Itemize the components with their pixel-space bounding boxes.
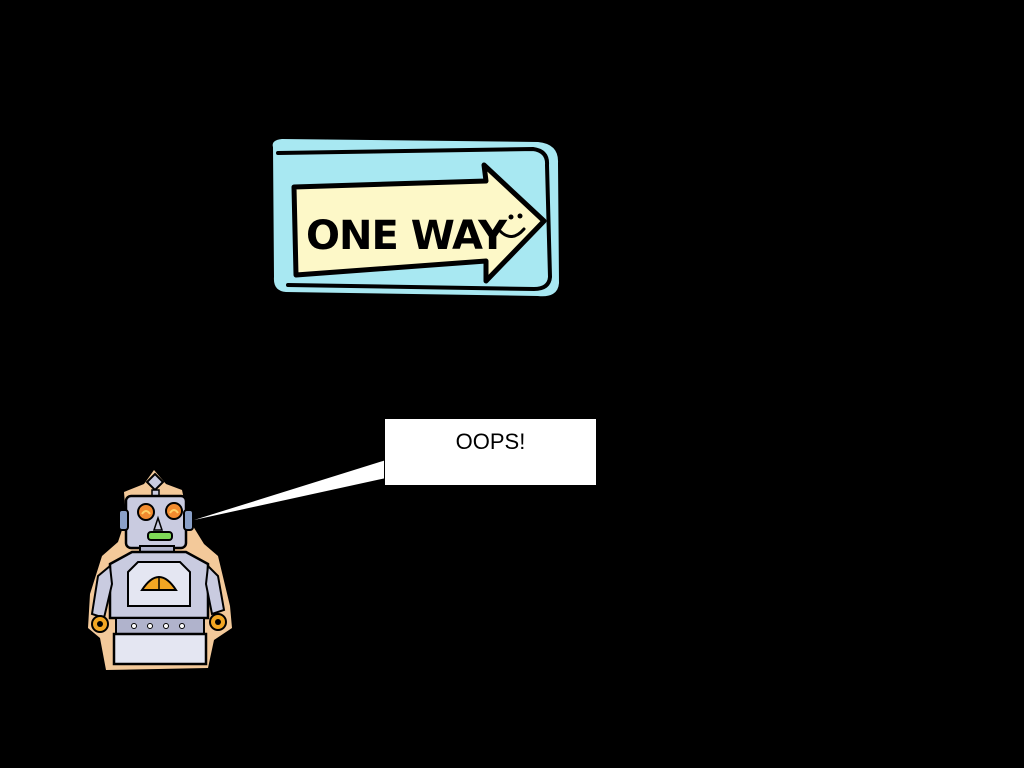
robot-graphic	[88, 470, 232, 670]
sign-text: ONE WAY	[306, 213, 508, 259]
speech-callout: OOPS!	[384, 418, 597, 486]
robot-mouth	[147, 531, 173, 541]
one-way-sign: ONE WAY	[268, 135, 563, 303]
gauge-icon	[140, 576, 178, 591]
robot-right-arm	[204, 563, 226, 616]
smiley-icon	[498, 213, 526, 238]
callout-text: OOPS!	[455, 429, 526, 454]
robot-base	[112, 632, 208, 666]
robot-eyes	[137, 502, 183, 521]
robot-illustration	[82, 468, 242, 678]
one-way-sign-graphic: ONE WAY	[272, 138, 560, 297]
sign-border	[276, 146, 553, 292]
sign-arrow	[291, 162, 547, 284]
